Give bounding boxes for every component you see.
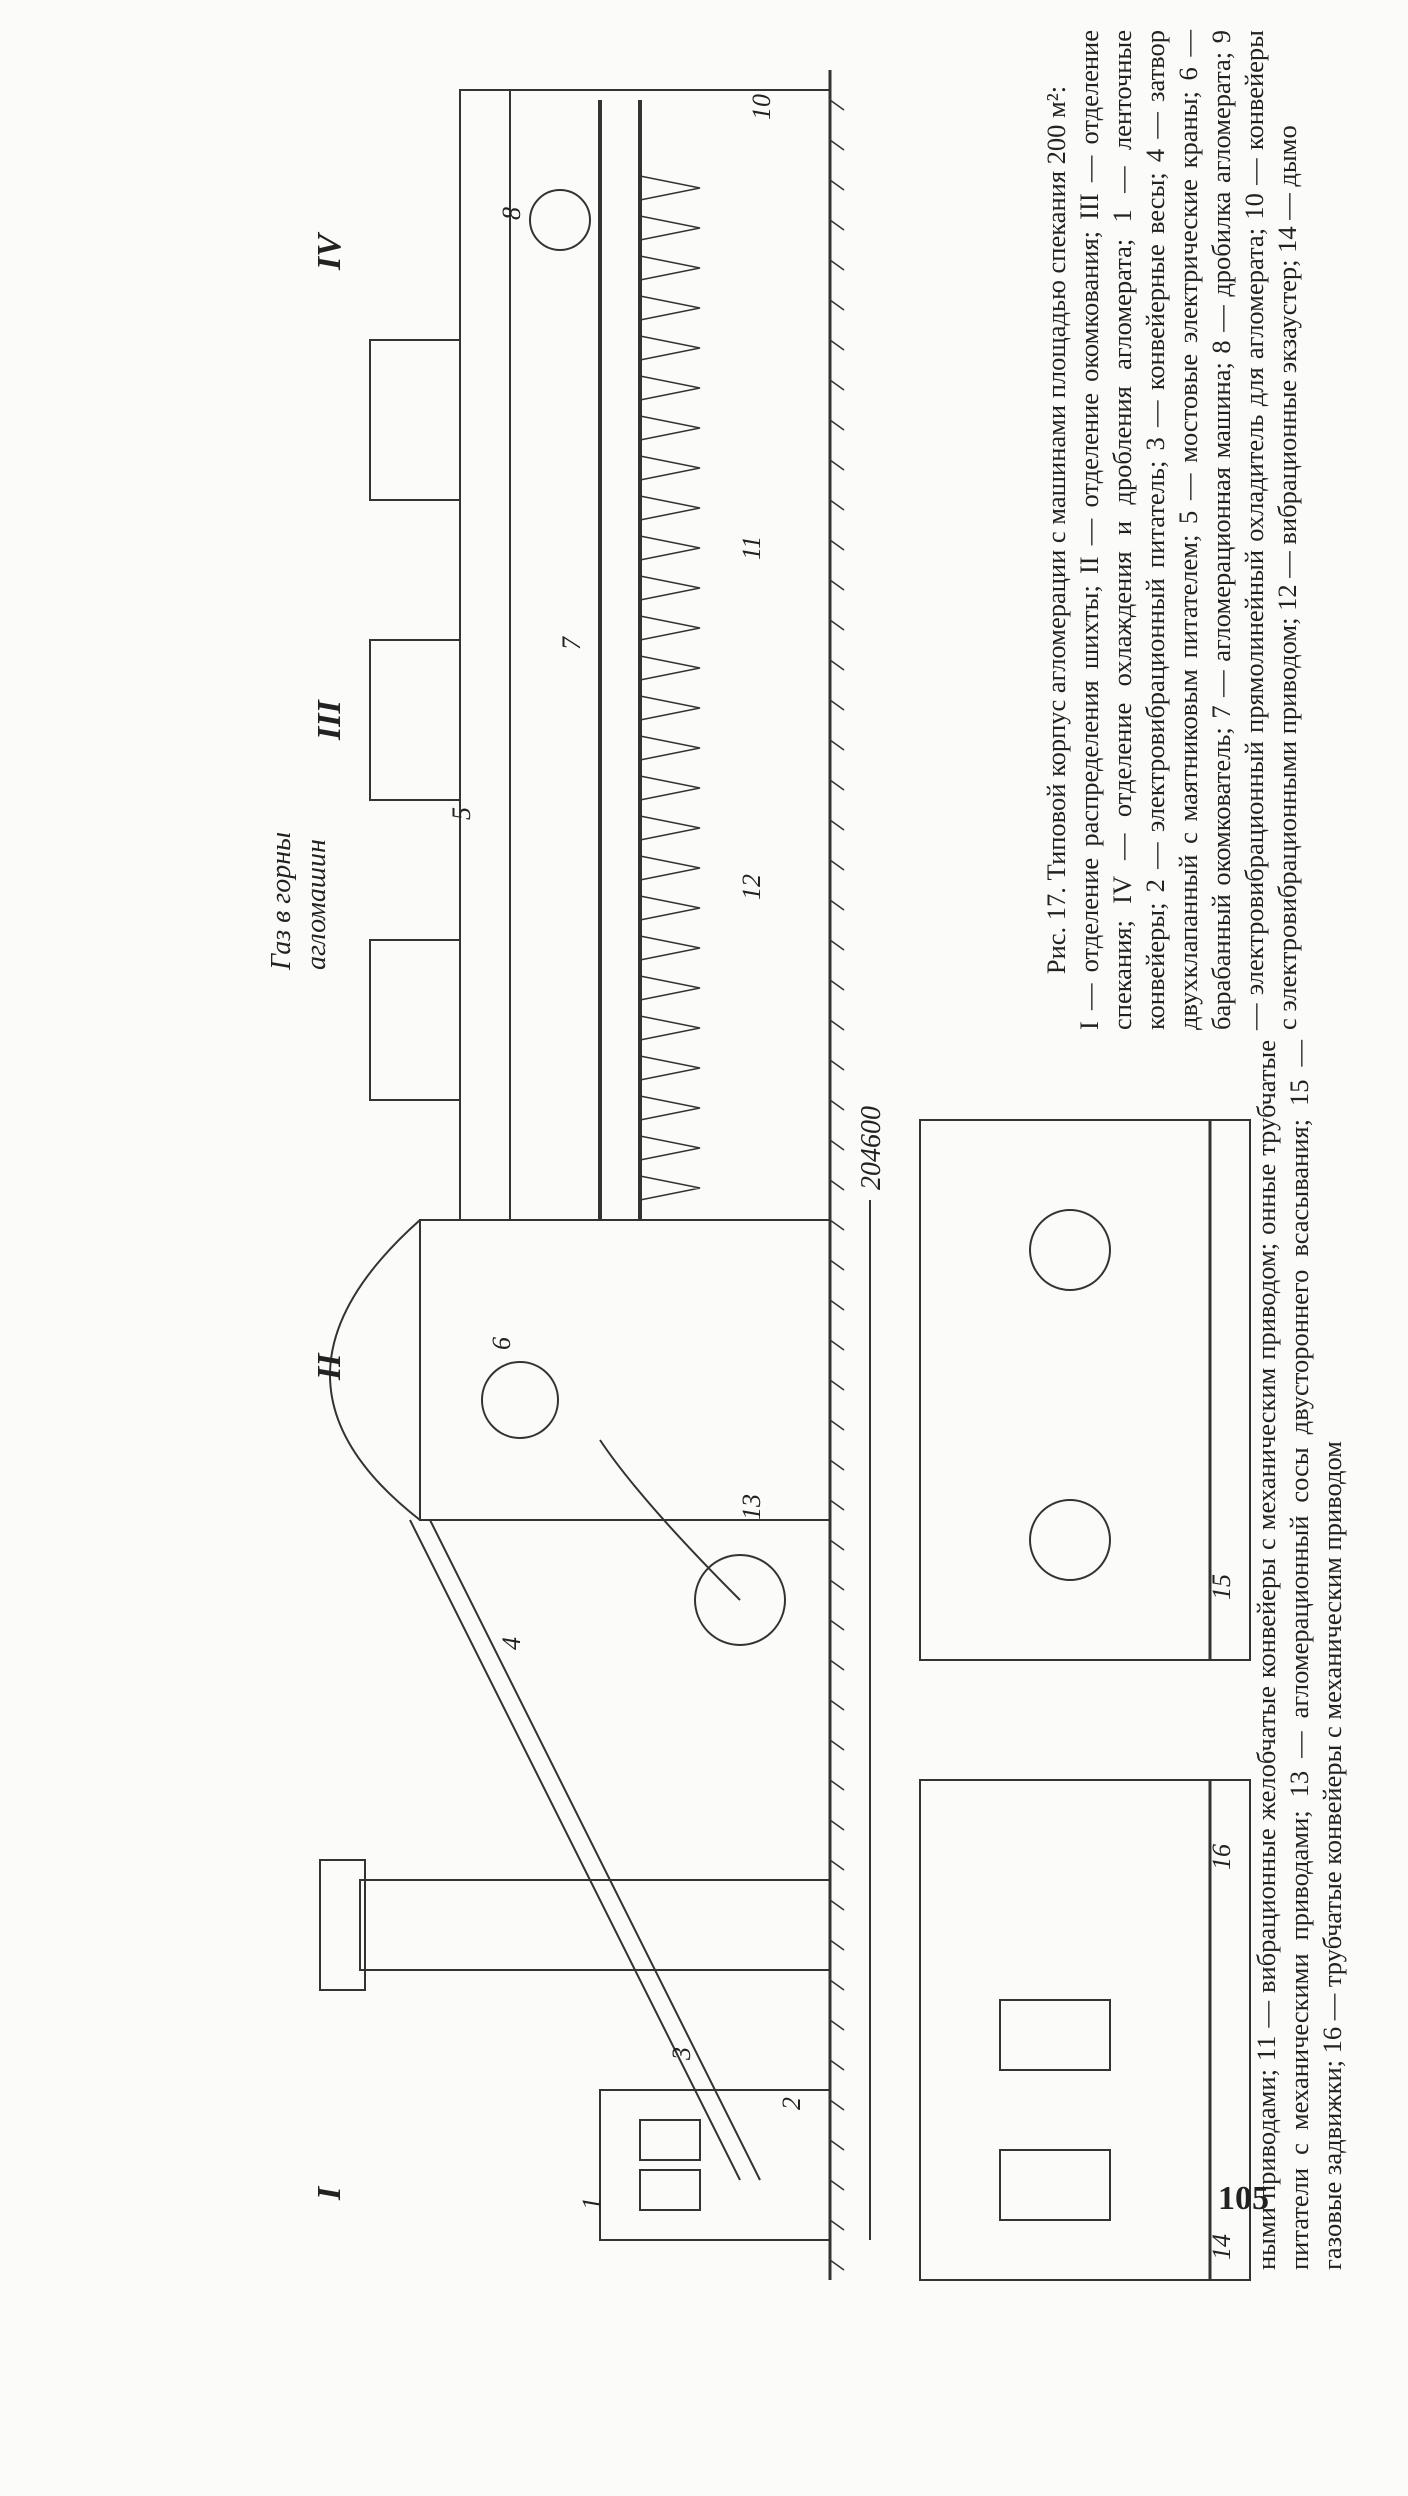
item-label-16: 16 bbox=[1207, 1844, 1236, 1870]
wind-boxes bbox=[639, 175, 701, 1201]
item-label-3: 3 bbox=[667, 2047, 696, 2061]
exhauster bbox=[694, 1554, 786, 1646]
item-label-13: 13 bbox=[737, 1494, 766, 1520]
item-label-2: 2 bbox=[777, 2097, 806, 2110]
upper-bay-3 bbox=[369, 339, 461, 501]
item-label-11: 11 bbox=[737, 536, 766, 560]
item-label-8: 8 bbox=[497, 207, 526, 220]
upper-bay-1 bbox=[369, 939, 461, 1101]
inclined-conveyor-2 bbox=[429, 1519, 761, 2181]
drum-pelletizer bbox=[481, 1361, 559, 1439]
label-section-I: I bbox=[311, 2185, 348, 2201]
item-label-7: 7 bbox=[557, 636, 586, 650]
figure-caption-continued: ными приводами; 11 — вибрационные желобч… bbox=[1250, 1040, 1349, 2270]
item-label-14: 14 bbox=[1207, 2234, 1236, 2260]
bins-2 bbox=[639, 2119, 701, 2161]
bins bbox=[639, 2169, 701, 2211]
item-label-4: 4 bbox=[497, 1637, 526, 1650]
cross-section-left: 14 16 bbox=[919, 1779, 1251, 2281]
tower-top bbox=[319, 1859, 366, 1991]
gas-label-line1: Газ в горны bbox=[266, 832, 297, 971]
item-label-10: 10 bbox=[747, 94, 776, 120]
crusher bbox=[529, 189, 591, 251]
rotated-content: 204600 I II III IV Газ в горны агломашин… bbox=[40, 0, 1370, 2300]
upper-bay-2 bbox=[369, 639, 461, 801]
tower bbox=[359, 1879, 831, 1971]
inclined-conveyor bbox=[409, 1519, 741, 2181]
label-section-II: II bbox=[311, 1352, 348, 1381]
caption-body-b: ными приводами; 11 — вибрационные желобч… bbox=[1251, 1040, 1347, 2270]
gas-label-line2: агломашин bbox=[301, 839, 332, 970]
ground-hatching bbox=[829, 99, 845, 2271]
caption-title: Рис. 17. Типовой корпус агломерации с ма… bbox=[1041, 85, 1071, 975]
item-label-15: 15 bbox=[1207, 1574, 1236, 1600]
label-section-III: III bbox=[311, 699, 348, 741]
item-label-6: 6 bbox=[487, 1337, 516, 1350]
item-label-1: 1 bbox=[577, 2197, 606, 2210]
figure-caption: Рис. 17. Типовой корпус агломерации с ма… bbox=[1040, 30, 1304, 1030]
item-label-5: 5 bbox=[447, 807, 476, 820]
page-number: 105 bbox=[1218, 2180, 1269, 2217]
label-section-IV: IV bbox=[311, 232, 348, 271]
section-I-building bbox=[599, 2089, 831, 2241]
sintering-hall bbox=[459, 89, 831, 1221]
dimension-value: 204600 bbox=[856, 1106, 887, 1190]
cross-section-right: 15 bbox=[919, 1119, 1251, 1661]
caption-body-a: I — отделение распределения шихты; II — … bbox=[1074, 30, 1302, 1030]
section-II-roof bbox=[329, 1219, 421, 1521]
gas-duct bbox=[599, 1439, 741, 1601]
agglomeration-building-drawing: 204600 I II III IV Газ в горны агломашин… bbox=[266, 70, 1251, 2281]
item-label-12: 12 bbox=[737, 874, 766, 900]
